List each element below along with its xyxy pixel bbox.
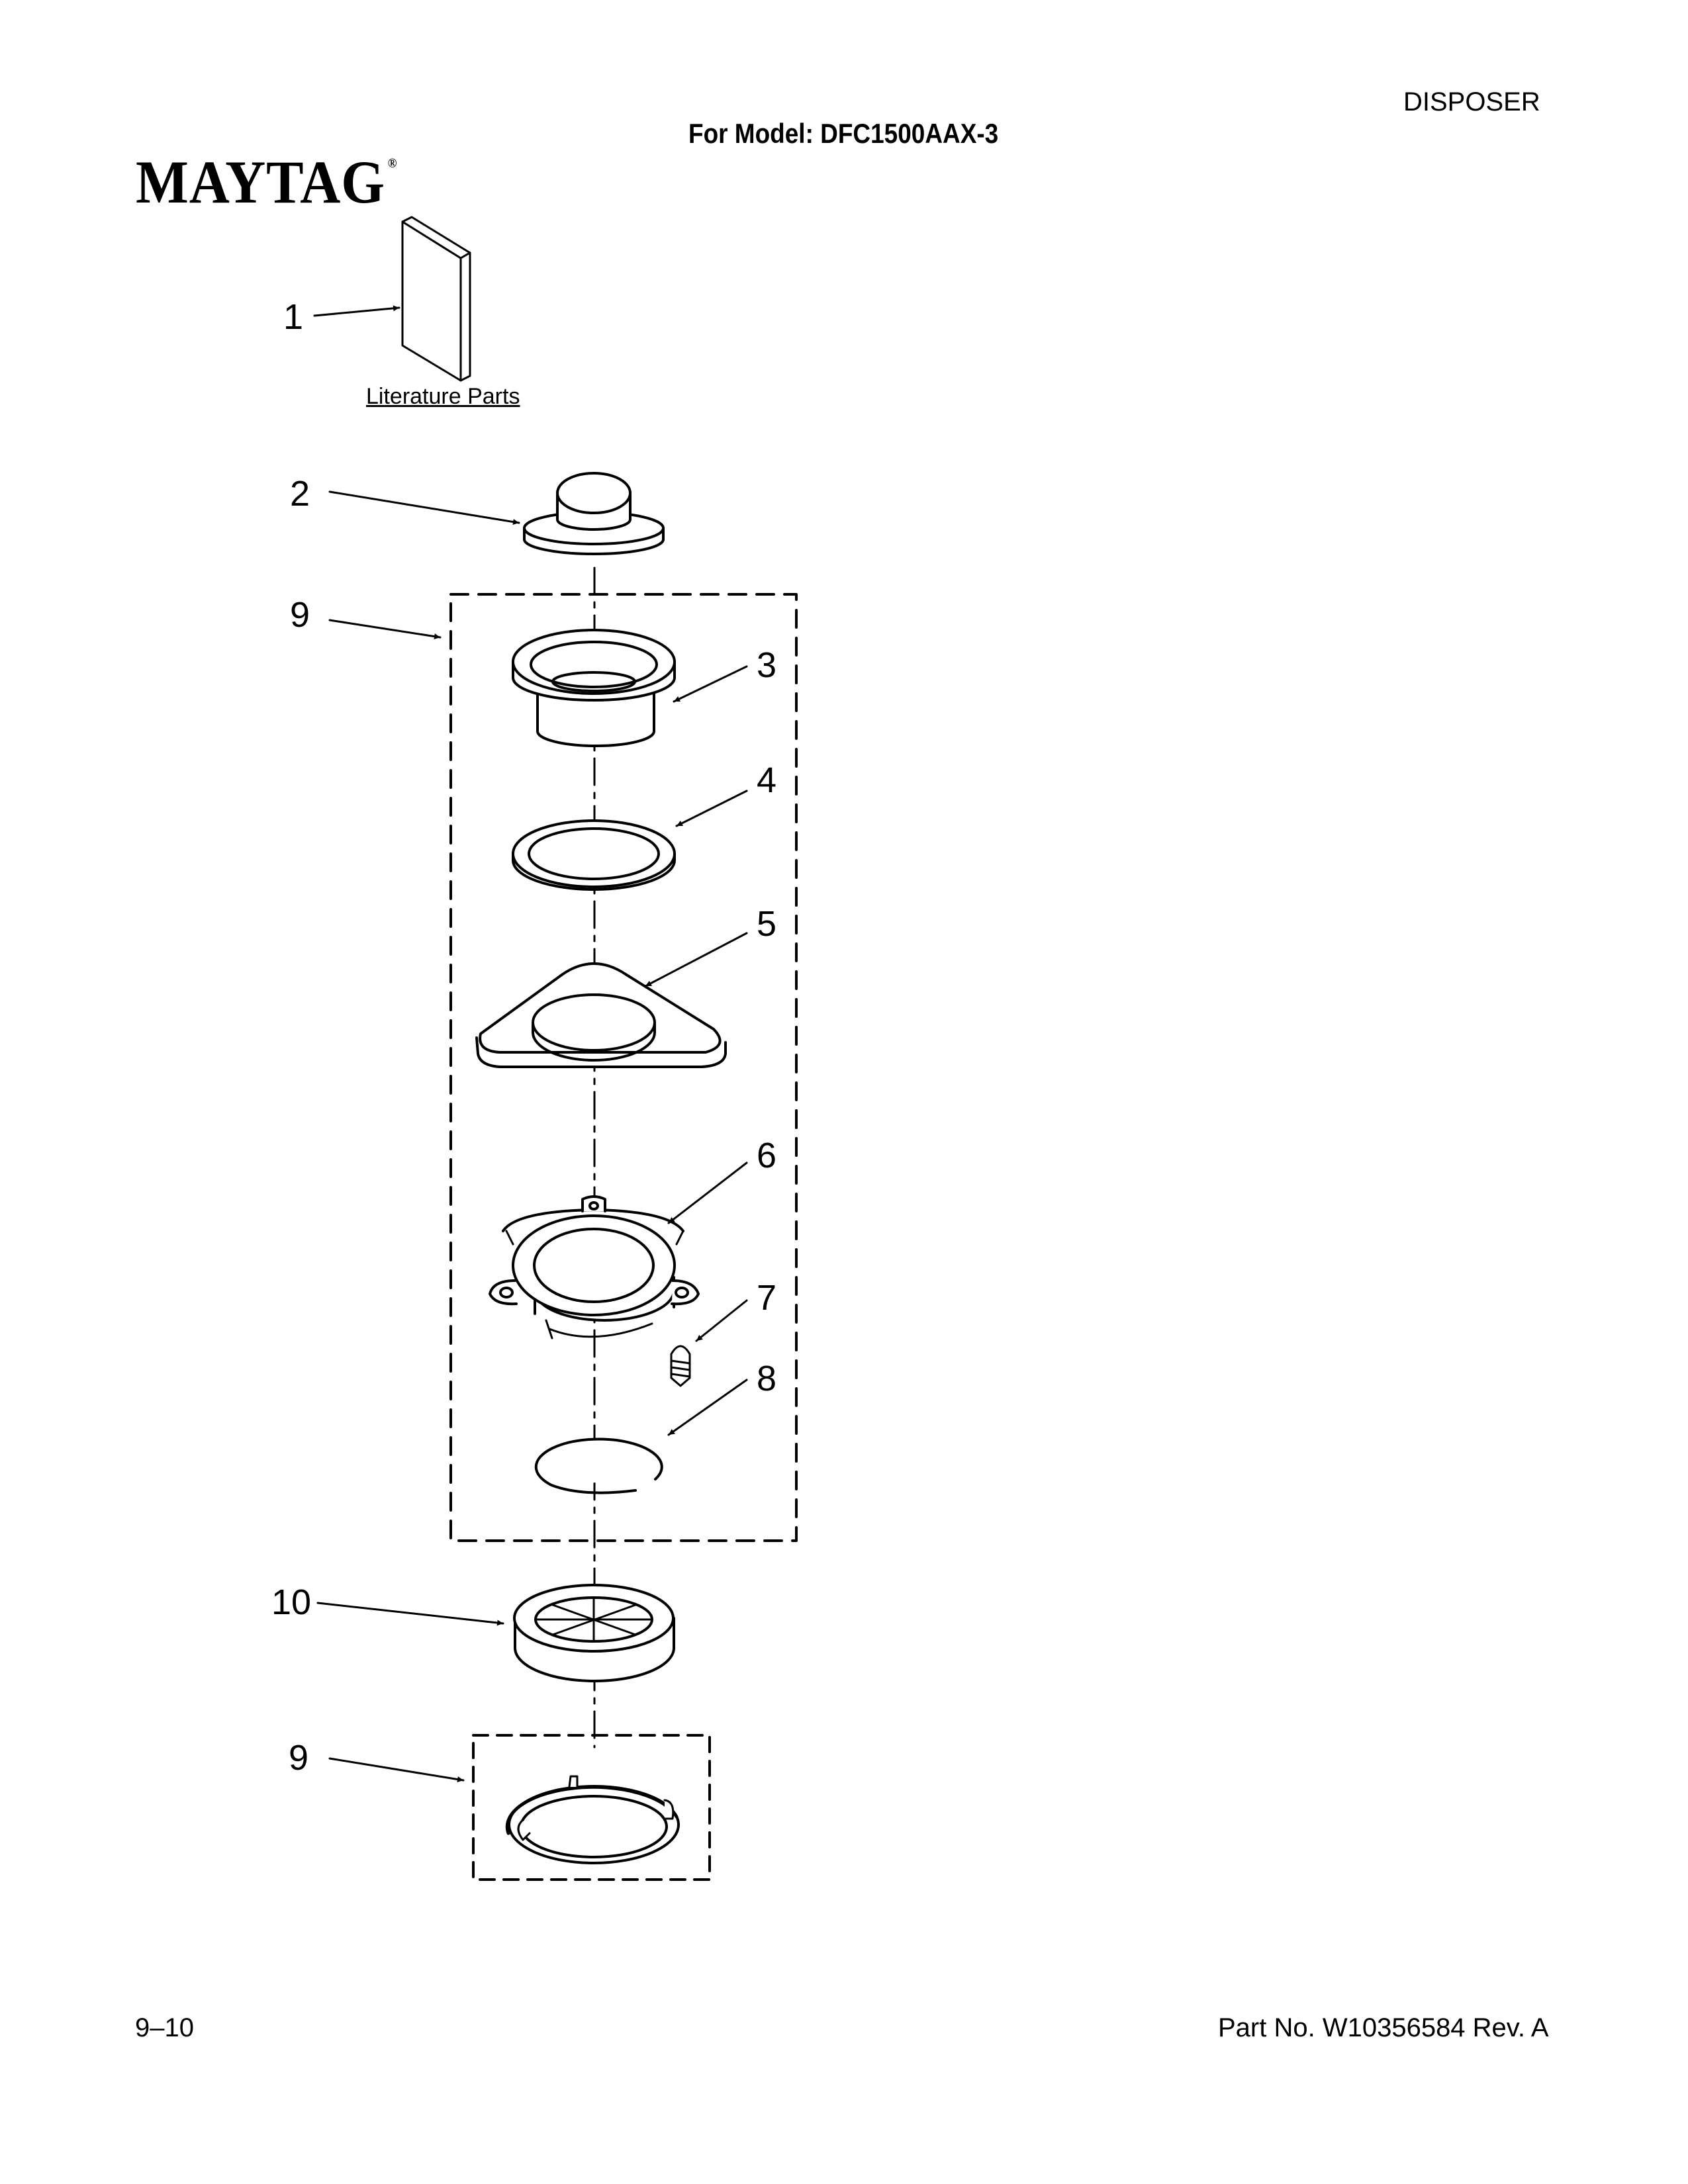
assembly-9-dashed-box <box>449 593 798 1542</box>
callout-7: 7 <box>757 1278 777 1318</box>
part-9-fiber-gasket <box>505 1775 680 1864</box>
leader-lines <box>313 305 748 1782</box>
callout-10: 10 <box>271 1582 312 1622</box>
part-6-mounting-ring <box>489 1195 700 1340</box>
part-7-screw <box>670 1345 691 1387</box>
part-9-lower-dashed-box <box>472 1734 711 1881</box>
part-1-literature-booklet <box>401 216 471 382</box>
callout-5: 5 <box>757 904 777 944</box>
callout-8: 8 <box>757 1359 777 1398</box>
callout-6: 6 <box>757 1136 777 1175</box>
callout-2: 2 <box>290 474 310 514</box>
category-label: DISPOSER <box>1403 87 1540 116</box>
callout-9-lower: 9 <box>289 1738 309 1778</box>
callout-4: 4 <box>757 760 777 800</box>
part-3-sink-flange <box>512 629 676 747</box>
brand-logo: MAYTAG® <box>136 147 397 217</box>
callout-1: 1 <box>283 297 304 337</box>
part-2-stopper <box>523 472 665 555</box>
part-number: Part No. W10356584 Rev. A <box>1218 2013 1549 2042</box>
callout-9-assembly: 9 <box>290 595 310 635</box>
brand-name: MAYTAG <box>136 148 386 216</box>
part-8-snap-ring <box>534 1437 663 1494</box>
literature-parts-label: Literature Parts <box>366 384 520 409</box>
part-10-splash-guard <box>513 1584 675 1682</box>
registered-mark: ® <box>387 156 398 171</box>
model-title: For Model: DFC1500AAX-3 <box>688 118 999 149</box>
page-number: 9–10 <box>135 2013 194 2042</box>
part-4-gasket-ring <box>512 819 676 891</box>
callout-3: 3 <box>757 645 777 685</box>
part-5-backup-flange <box>475 962 727 1068</box>
